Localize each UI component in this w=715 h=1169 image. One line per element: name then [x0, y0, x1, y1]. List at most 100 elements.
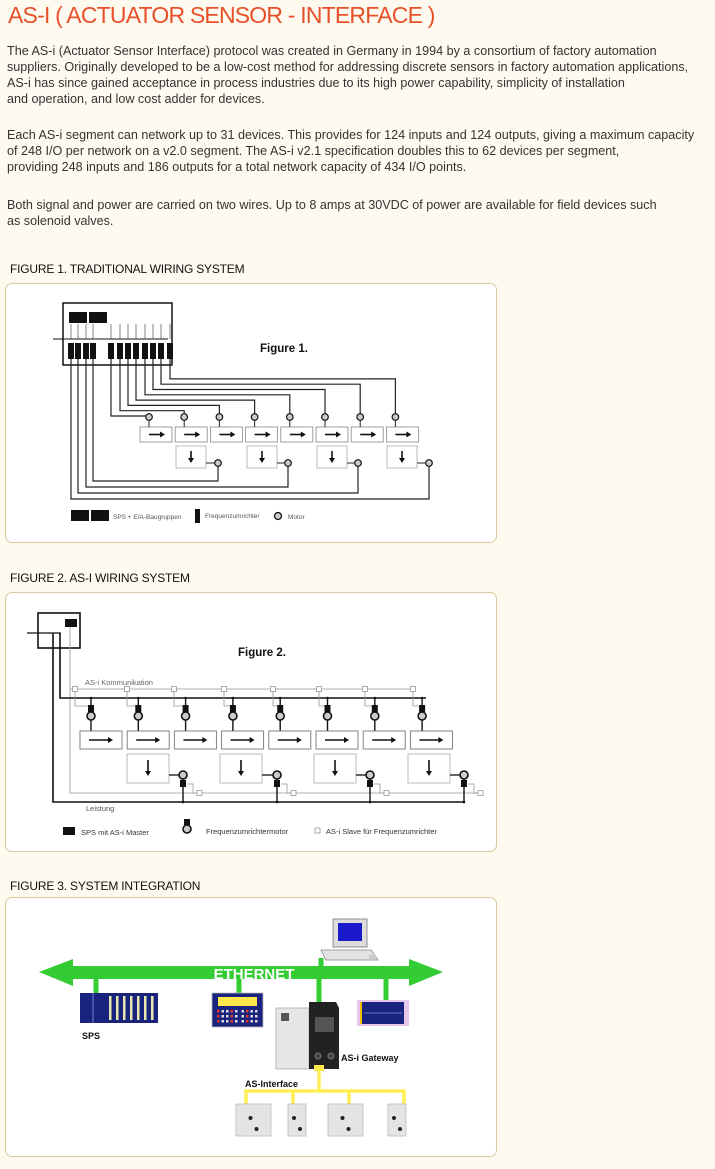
frequency-inverter	[108, 343, 114, 359]
asi-slave	[410, 686, 416, 692]
key	[226, 1010, 229, 1013]
motor-wire	[77, 359, 359, 494]
sps-label: SPS	[82, 1031, 100, 1041]
junction	[326, 696, 329, 700]
connector	[346, 1127, 351, 1131]
arrow-head	[296, 737, 302, 743]
arrow-head	[438, 737, 444, 743]
bus-label: AS-i Kommunikation	[85, 678, 153, 687]
asi-bus-line	[59, 633, 426, 699]
motor-icon	[272, 770, 282, 780]
inverter-cap	[88, 705, 94, 712]
motor-icon	[215, 413, 224, 421]
motor-wire	[160, 359, 361, 417]
asi-slave	[270, 686, 276, 692]
lift-section	[126, 753, 170, 784]
arrow-head	[249, 737, 255, 743]
text-line: The AS-i (Actuator Sensor Interface) pro…	[7, 44, 657, 58]
arrow-head	[230, 431, 236, 438]
motor-icon	[275, 711, 286, 721]
asi-module-icon	[287, 1103, 307, 1137]
motor-icon	[284, 459, 292, 467]
computer-icon	[320, 918, 379, 961]
key	[230, 1020, 233, 1023]
asi-gateway-icon	[275, 1002, 339, 1071]
arrow-head	[160, 431, 165, 438]
motor-icon	[356, 413, 365, 421]
asi-wiring-diagram: Figure 2. AS-i Kommunikation Leistung SP…	[27, 612, 484, 837]
asi-slave	[196, 790, 203, 796]
motor-icon	[228, 711, 238, 721]
frequency-inverter	[142, 343, 148, 359]
controller-cabinet	[62, 302, 173, 366]
drive-icon	[357, 1000, 409, 1026]
key	[235, 1010, 238, 1013]
asi-slave	[290, 790, 297, 796]
io-module	[89, 312, 107, 323]
motor-wire	[135, 359, 256, 417]
inverter-cap	[367, 780, 373, 787]
frequency-inverter	[150, 343, 156, 359]
rack-card	[137, 996, 140, 1020]
connector	[248, 1116, 253, 1120]
junction	[420, 696, 424, 700]
figure-3-system-integration: ETHERNET SPS AS-i Gateway	[5, 897, 497, 1157]
motor-icon	[354, 459, 362, 467]
rack-card	[116, 996, 119, 1020]
frequency-inverter	[90, 343, 96, 359]
arrow-head	[406, 431, 412, 438]
key	[217, 1020, 220, 1023]
motor-icon	[145, 413, 153, 421]
io-module	[69, 312, 87, 323]
motor-wire	[127, 359, 220, 417]
text-line: of 248 I/O per network on a v2.0 segment…	[7, 144, 620, 158]
slave-link	[374, 783, 384, 794]
sps-rack-icon	[80, 993, 158, 1023]
asi-slave	[221, 686, 227, 692]
frequency-inverter	[83, 343, 89, 359]
key	[221, 1020, 224, 1023]
frequency-inverter	[133, 343, 139, 359]
power-line	[52, 633, 464, 803]
legend-io-icon	[71, 510, 89, 521]
text-line: Both signal and power are carried on two…	[7, 198, 657, 212]
slave-link	[468, 783, 478, 794]
motor-icon	[321, 413, 329, 421]
arrow-head	[155, 737, 161, 743]
slave-link	[272, 689, 278, 707]
frequency-inverter	[125, 343, 131, 359]
arrow-head	[399, 458, 405, 463]
inverter-cap	[371, 705, 378, 712]
inverter-cap	[277, 705, 284, 712]
slave-link	[412, 689, 420, 707]
legend-master-label: SPS mit AS-i Master	[81, 828, 149, 837]
text-line: as solenoid valves.	[7, 214, 114, 228]
slave-link	[281, 783, 291, 794]
power-label: Leistung	[86, 804, 114, 813]
asi-slave	[124, 686, 130, 692]
motor-wire	[152, 359, 326, 417]
figure-2-asi-wiring: Figure 2. AS-i Kommunikation Leistung SP…	[5, 592, 497, 852]
inverter-cap	[180, 780, 186, 787]
text-line: AS-i has since gained acceptance in proc…	[7, 76, 625, 90]
motor-icon	[369, 711, 380, 721]
motor-icon	[250, 413, 259, 421]
arrow-head	[371, 431, 377, 438]
text-line: providing 248 inputs and 186 outputs for…	[7, 160, 467, 174]
rack-card	[109, 996, 112, 1020]
junction	[231, 696, 235, 700]
slave-link	[126, 689, 136, 707]
legend-inverter-icon	[195, 509, 200, 523]
arrow-head	[238, 771, 244, 776]
motor-icon	[417, 711, 427, 721]
asi-slave	[383, 790, 390, 796]
arrow-head	[344, 737, 349, 743]
system-integration-diagram: ETHERNET SPS AS-i Gateway	[39, 918, 443, 1137]
key	[241, 1010, 244, 1013]
key	[226, 1015, 229, 1018]
motor-icon	[425, 459, 433, 467]
arrow-head	[195, 431, 201, 438]
ethernet-bus	[39, 959, 443, 986]
capacity-paragraph: Each AS-i segment can network up to 31 d…	[7, 127, 715, 175]
key	[235, 1020, 238, 1023]
